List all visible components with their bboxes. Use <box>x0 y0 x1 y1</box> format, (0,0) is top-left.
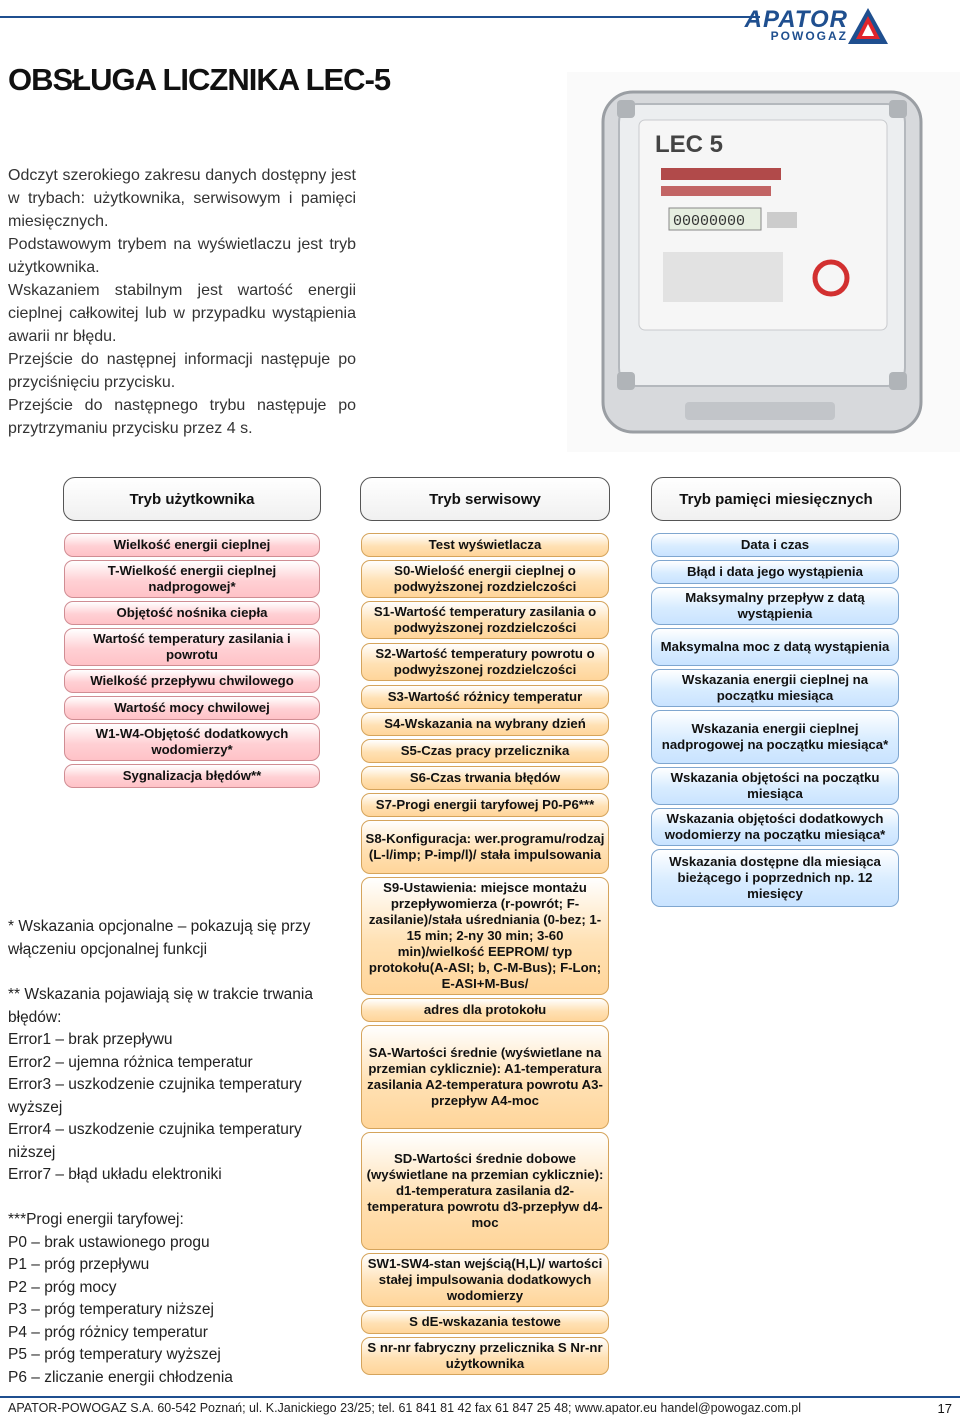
user-item: Wielkość przepływu chwilowego <box>64 669 320 693</box>
memory-item: Wskazania objętości na początku miesiąca <box>651 767 899 805</box>
header-service-mode: Tryb serwisowy <box>360 477 610 521</box>
memory-item: Data i czas <box>651 533 899 557</box>
service-item: S dE-wskazania testowe <box>361 1310 609 1334</box>
user-item: Wartość mocy chwilowej <box>64 696 320 720</box>
intro-paragraph: Przejście do następnego trybu następuje … <box>8 397 356 437</box>
intro-paragraph: Podstawowym trybem na wyświetlaczu jest … <box>8 236 356 276</box>
threshold-line: P3 – próg temperatury niższej <box>8 1301 214 1318</box>
user-item: Wartość temperatury zasilania i powrotu <box>64 628 320 666</box>
user-item: T-Wielkość energii cieplnej nadprogowej* <box>64 560 320 598</box>
user-item: Objętość nośnika ciepła <box>64 601 320 625</box>
threshold-line: P4 – próg różnicy temperatur <box>8 1323 208 1341</box>
error-line: Error7 – błąd układu elektroniki <box>8 1166 222 1183</box>
note-text: ** Wskazania pojawiają się w trakcie trw… <box>8 986 313 1026</box>
user-item: W1-W4-Objętość dodatkowych wodomierzy* <box>64 723 320 761</box>
note-text: ***Progi energii taryfowej: <box>8 1211 184 1228</box>
service-item: S0-Wielość energii cieplnej o podwyższon… <box>361 560 609 598</box>
threshold-line: P0 – brak ustawionego progu <box>8 1233 210 1251</box>
user-item: Sygnalizacja błędów** <box>64 764 320 788</box>
intro-text: Odczyt szerokiego zakresu danych dostępn… <box>8 164 356 440</box>
error-line: Error2 – ujemna różnica temperatur <box>8 1053 253 1071</box>
logo-mark-icon <box>848 8 888 44</box>
svg-text:00000000: 00000000 <box>673 213 745 230</box>
header-memory-mode: Tryb pamięci miesięcznych <box>651 477 901 521</box>
service-item: S8-Konfiguracja: wer.programu/rodzaj (L-… <box>361 820 609 874</box>
service-item: adres dla protokołu <box>361 998 609 1022</box>
memory-item: Wskazania energii cieplnej na początku m… <box>651 669 899 707</box>
memory-item: Wskazania objętości dodatkowych wodomier… <box>651 808 899 846</box>
service-item: S1-Wartość temperatury zasilania o podwy… <box>361 601 609 639</box>
service-item: S7-Progi energii taryfowej P0-P6*** <box>361 793 609 817</box>
service-item: S5-Czas pracy przelicznika <box>361 739 609 763</box>
intro-paragraph: Wskazaniem stabilnym jest wartość energi… <box>8 282 356 345</box>
footer-text: APATOR-POWOGAZ S.A. 60-542 Poznań; ul. K… <box>8 1401 802 1415</box>
memory-item: Maksymalny przepływ z datą wystąpienia <box>651 587 899 625</box>
service-item: SW1-SW4-stan wejścią(H,L)/ wartości stał… <box>361 1253 609 1307</box>
note-optional: * Wskazania opcjonalne – pokazują się pr… <box>8 916 328 961</box>
service-item: Test wyświetlacza <box>361 533 609 557</box>
intro-paragraph: Przejście do następnej informacji następ… <box>8 351 356 391</box>
page-title: OBSŁUGA LICZNIKA LEC-5 <box>8 62 391 97</box>
threshold-line: P6 – zliczanie energii chłodzenia <box>8 1368 233 1386</box>
note-thresholds: ***Progi energii taryfowej: P0 – brak us… <box>8 1209 328 1389</box>
service-item: SD-Wartości średnie dobowe (wyświetlane … <box>361 1132 609 1250</box>
memory-item: Wskazania dostępne dla miesiąca bieżąceg… <box>651 849 899 907</box>
device-model-label: LEC 5 <box>655 131 723 158</box>
service-item: S9-Ustawienia: miejsce montażu przepływo… <box>361 877 609 995</box>
service-item: S3-Wartość różnicy temperatur <box>361 685 609 709</box>
service-item: S2-Wartość temperatury powrotu o podwyżs… <box>361 643 609 681</box>
memory-item: Błąd i data jego wystąpienia <box>651 560 899 584</box>
service-item: S6-Czas trwania błędów <box>361 766 609 790</box>
logo-brand: APATOR <box>744 6 848 33</box>
user-item: Wielkość energii cieplnej <box>64 533 320 557</box>
note-text: * Wskazania opcjonalne – pokazują się pr… <box>8 918 311 958</box>
note-errors: ** Wskazania pojawiają się w trakcie trw… <box>8 984 328 1187</box>
intro-paragraph: Odczyt szerokiego zakresu danych dostępn… <box>8 167 356 230</box>
logo-sub: POWOGAZ <box>770 29 848 43</box>
service-item: S4-Wskazania na wybrany dzień <box>361 712 609 736</box>
header-user-mode: Tryb użytkownika <box>63 477 321 521</box>
header-rule <box>0 16 760 18</box>
service-item: SA-Wartości średnie (wyświetlane na prze… <box>361 1025 609 1129</box>
service-item: S nr-nr fabryczny przelicznika S Nr-nr u… <box>361 1337 609 1375</box>
page-number: 17 <box>937 1401 952 1416</box>
apator-logo: APATOR POWOGAZ <box>744 4 898 44</box>
threshold-line: P1 – próg przepływu <box>8 1256 150 1273</box>
threshold-line: P5 – próg temperatury wyższej <box>8 1346 221 1363</box>
device-photo: LEC 5 00000000 <box>567 72 960 452</box>
error-line: Error3 – uszkodzenie czujnika temperatur… <box>8 1076 302 1116</box>
error-line: Error1 – brak przepływu <box>8 1031 173 1048</box>
memory-item: Maksymalna moc z datą wystąpienia <box>651 628 899 666</box>
error-line: Error4 – uszkodzenie czujnika temperatur… <box>8 1121 302 1161</box>
memory-item: Wskazania energii cieplnej nadprogowej n… <box>651 710 899 764</box>
threshold-line: P2 – próg mocy <box>8 1278 117 1296</box>
footer-rule <box>0 1396 960 1398</box>
